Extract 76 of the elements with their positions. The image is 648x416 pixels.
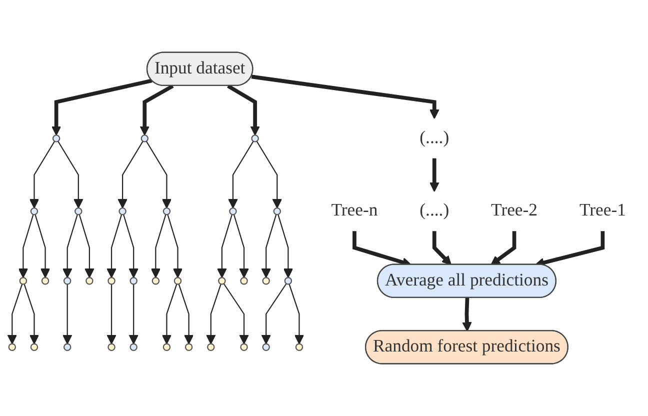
node-circle	[240, 343, 248, 351]
node-circle	[262, 343, 270, 351]
arrow	[228, 140, 254, 208]
node-circle	[218, 277, 226, 285]
arrow	[217, 214, 233, 278]
node-circle	[130, 277, 138, 285]
node-circle	[162, 343, 171, 351]
node-circle	[184, 343, 193, 351]
node-circle	[174, 277, 182, 285]
arrow	[432, 231, 452, 266]
arrow	[51, 78, 152, 136]
node-circle	[8, 343, 16, 351]
arrow	[251, 74, 440, 119]
arrow	[24, 284, 40, 344]
arrow	[261, 214, 277, 278]
arrow	[58, 140, 84, 208]
node-circle	[74, 207, 82, 216]
node-circle	[130, 343, 138, 351]
node-circle	[262, 277, 270, 285]
node-circle	[207, 343, 215, 351]
arrow	[146, 140, 172, 208]
arrow	[256, 140, 282, 208]
node-text: Tree-n	[331, 201, 378, 220]
arrow	[490, 231, 516, 266]
node-circle	[41, 277, 50, 285]
arrow	[106, 284, 116, 344]
node-circle	[229, 207, 237, 216]
node-circle	[162, 207, 171, 216]
node-circle	[118, 207, 126, 216]
node-text: (....)	[420, 201, 450, 220]
node-text: Tree-1	[579, 201, 626, 220]
node-circle	[273, 207, 281, 216]
node-text: Tree-2	[491, 201, 538, 220]
node-circle	[152, 277, 160, 285]
arrow	[162, 284, 178, 344]
node-circle	[52, 134, 60, 142]
arrow	[123, 214, 138, 278]
arrow	[7, 284, 23, 344]
node-circle	[30, 207, 38, 216]
arrow	[288, 284, 304, 344]
arrow	[29, 140, 56, 208]
arrow	[106, 214, 122, 278]
arrow	[18, 214, 34, 278]
arrow	[62, 214, 78, 278]
arrow	[178, 284, 194, 344]
arrow	[233, 214, 249, 278]
arrow	[167, 214, 183, 278]
node-circle	[30, 343, 38, 351]
node-circle	[140, 134, 148, 142]
node-circle	[108, 343, 116, 351]
arrow	[227, 84, 260, 136]
node-circle	[63, 343, 72, 351]
arrow	[78, 214, 94, 278]
arrow	[206, 284, 222, 344]
arrow	[430, 158, 440, 192]
arrow	[261, 283, 287, 344]
node-circle	[284, 277, 292, 285]
arrow	[118, 140, 144, 208]
arrow	[140, 84, 174, 136]
node-circle	[19, 277, 28, 285]
node-circle	[240, 277, 248, 285]
node-circle	[295, 343, 304, 351]
node-circle	[63, 277, 72, 285]
node-circle	[251, 134, 259, 142]
arrow	[352, 231, 412, 267]
arrow	[278, 214, 294, 278]
arrow	[534, 231, 605, 268]
arrow	[150, 214, 166, 278]
arrow	[462, 298, 472, 332]
arrow	[34, 214, 50, 278]
arrow	[223, 283, 249, 344]
node-circle	[86, 277, 94, 285]
node-circle	[108, 277, 116, 285]
arrow	[62, 284, 72, 344]
arrow	[128, 284, 138, 344]
node-text: (....)	[420, 128, 450, 148]
